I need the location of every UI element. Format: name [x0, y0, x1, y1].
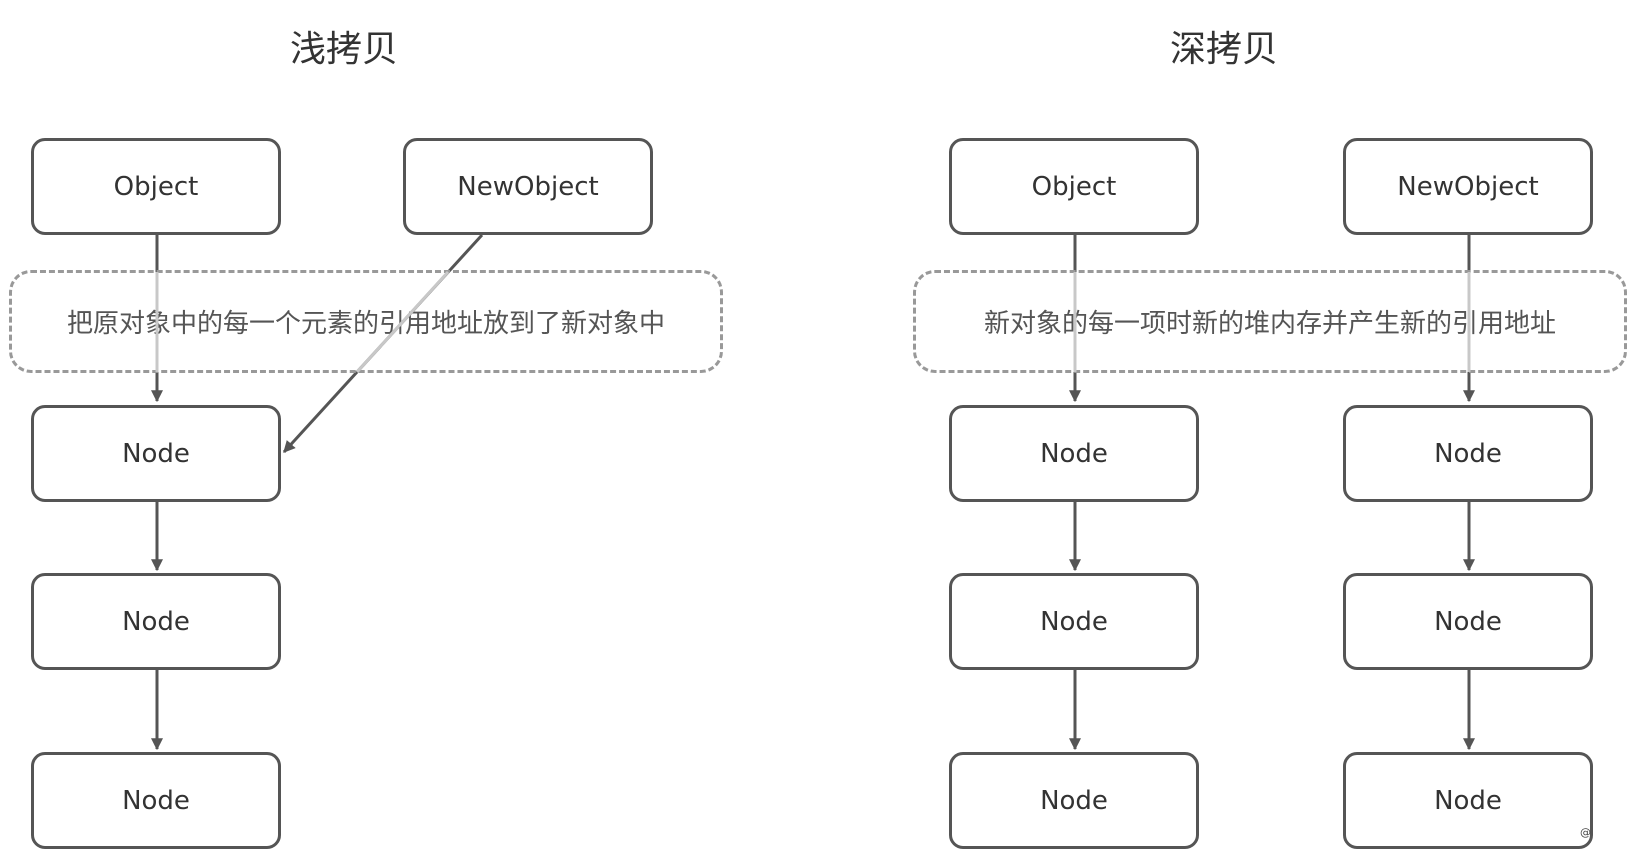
watermark: @ — [1580, 826, 1591, 839]
right-new-node-2: Node — [1343, 573, 1593, 670]
shallow-copy-title: 浅拷贝 — [289, 29, 398, 70]
right-new-node-3: Node — [1343, 752, 1593, 849]
right-note: 新对象的每一项时新的堆内存并产生新的引用地址 — [913, 270, 1627, 373]
right-new-node-1: Node — [1343, 405, 1593, 502]
right-object-box: Object — [949, 138, 1199, 235]
right-node-2: Node — [949, 573, 1199, 670]
left-node-3: Node — [31, 752, 281, 849]
left-node-1: Node — [31, 405, 281, 502]
left-note: 把原对象中的每一个元素的引用地址放到了新对象中 — [9, 270, 723, 373]
right-node-3: Node — [949, 752, 1199, 849]
left-note-text: 把原对象中的每一个元素的引用地址放到了新对象中 — [66, 309, 665, 339]
right-new-object-box: NewObject — [1343, 138, 1593, 235]
left-node-2: Node — [31, 573, 281, 670]
deep-copy-title: 深拷贝 — [1169, 29, 1278, 70]
left-object-box: Object — [31, 138, 281, 235]
right-node-1: Node — [949, 405, 1199, 502]
left-new-object-box: NewObject — [403, 138, 653, 235]
right-note-text: 新对象的每一项时新的堆内存并产生新的引用地址 — [983, 309, 1556, 339]
